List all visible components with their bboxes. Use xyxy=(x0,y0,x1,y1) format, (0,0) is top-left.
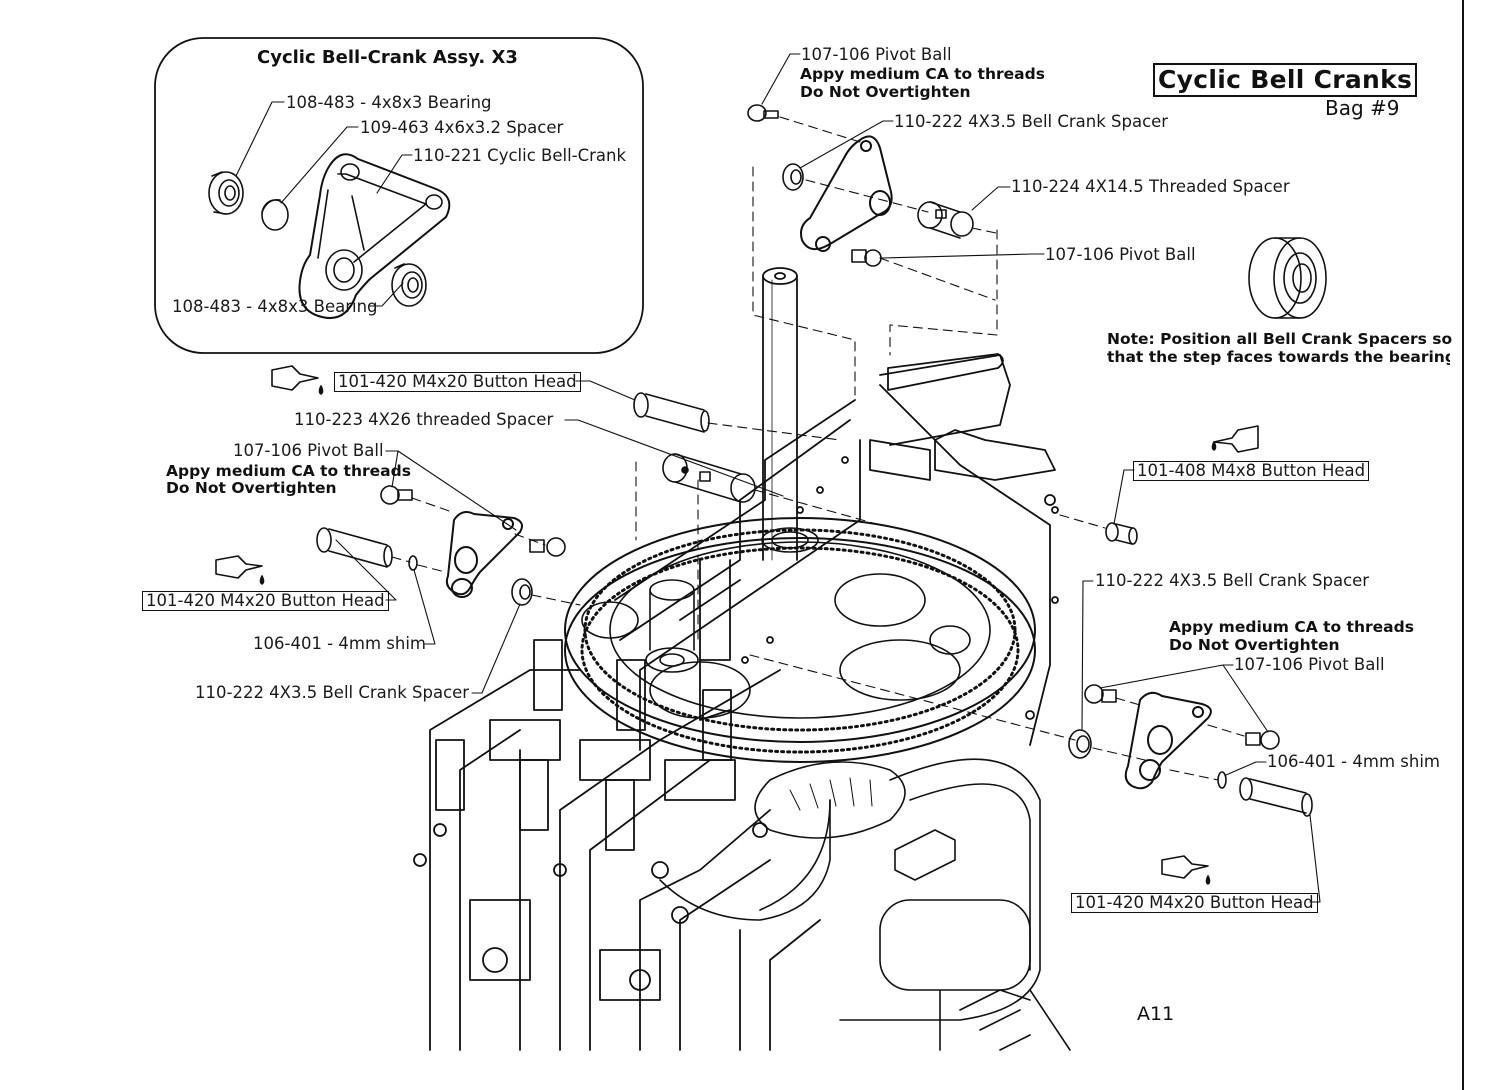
callout-left-ca-1: Appy medium CA to threads xyxy=(166,462,411,480)
callout-top-spacer: 110-222 4X3.5 Bell Crank Spacer xyxy=(894,112,1169,131)
callout-left-spacer: 110-222 4X3.5 Bell Crank Spacer xyxy=(195,683,470,702)
callout-top-pivot-ball-2: 107-106 Pivot Ball xyxy=(1045,245,1196,264)
main-gear xyxy=(564,517,1036,763)
inset-frame xyxy=(154,37,644,354)
callout-left-ca-2: Do Not Overtighten xyxy=(166,479,337,497)
callout-threaded-spacer-14: 110-224 4X14.5 Threaded Spacer xyxy=(1011,177,1290,196)
left-button-head-upper xyxy=(633,392,710,433)
glue-bottle-icon xyxy=(1211,425,1259,453)
callout-right-shim: 106-401 - 4mm shim xyxy=(1267,752,1440,771)
callout-right-ca-2: Do Not Overtighten xyxy=(1169,636,1340,654)
callout-top-ca-1: Appy medium CA to threads xyxy=(800,65,1045,83)
top-pivot-ball-1 xyxy=(747,104,779,122)
left-spacer xyxy=(511,578,533,606)
top-pivot-ball-2 xyxy=(851,249,882,267)
main-shaft xyxy=(762,267,798,561)
frame-plates xyxy=(413,353,1059,1051)
note-line-1: Note: Position all Bell Crank Spacers so xyxy=(1107,330,1453,348)
inset-label-bearing-2: 108-483 - 4x8x3 Bearing xyxy=(172,297,378,316)
left-bell-crank xyxy=(445,511,523,598)
right-button-head-m4x20 xyxy=(1239,777,1313,817)
right-bell-crank xyxy=(1124,691,1212,790)
right-button-head-m4x8 xyxy=(1105,522,1138,545)
glue-bottle-icon xyxy=(215,555,265,585)
glue-bottle-icon xyxy=(1161,855,1211,885)
left-pivot-ball-1 xyxy=(380,485,413,505)
page-number: A11 xyxy=(1137,1003,1175,1025)
inset-spacer xyxy=(261,198,289,231)
note-line-2: that the step faces towards the bearings xyxy=(1107,348,1450,366)
callout-right-ca-1: Appy medium CA to threads xyxy=(1169,618,1414,636)
callout-button-head-right: 101-420 M4x20 Button Head xyxy=(1071,893,1318,913)
assembly-axis-lines xyxy=(391,116,1245,781)
left-pivot-ball-2 xyxy=(529,537,566,557)
top-threaded-spacer-14 xyxy=(917,201,974,239)
inset-bell-crank xyxy=(298,153,451,319)
motor-housing xyxy=(839,758,1071,1051)
inset-bearing-right xyxy=(391,263,427,307)
callout-button-head-left-bottom: 101-420 M4x20 Button Head xyxy=(142,591,389,611)
callout-button-head-left-top: 101-420 M4x20 Button Head xyxy=(334,372,581,392)
inset-label-spacer: 109-463 4x6x3.2 Spacer xyxy=(360,118,564,137)
left-threaded-spacer-26 xyxy=(662,453,756,503)
left-button-head-lower xyxy=(316,527,393,568)
inset-label-bell-crank: 110-221 Cyclic Bell-Crank xyxy=(413,146,627,165)
callout-right-pivot-ball: 107-106 Pivot Ball xyxy=(1234,655,1385,674)
glue-bottle-icon xyxy=(271,365,324,395)
note-bearing-illustration xyxy=(1248,237,1327,319)
bevel-gear xyxy=(659,761,906,921)
pinion xyxy=(645,579,699,673)
callout-right-spacer: 110-222 4X3.5 Bell Crank Spacer xyxy=(1095,571,1370,590)
top-bell-crank xyxy=(800,135,893,252)
page-title: Cyclic Bell Cranks xyxy=(1153,63,1418,97)
right-spacer xyxy=(1068,729,1092,759)
callout-top-ca-2: Do Not Overtighten xyxy=(800,83,971,101)
inset-label-bearing-1: 108-483 - 4x8x3 Bearing xyxy=(286,93,492,112)
inset-bearing-left xyxy=(208,171,244,215)
callout-left-shim: 106-401 - 4mm shim xyxy=(253,634,426,653)
bag-number: Bag #9 xyxy=(1325,96,1400,120)
callout-top-pivot-ball: 107-106 Pivot Ball xyxy=(801,45,952,64)
inset-title: Cyclic Bell-Crank Assy. X3 xyxy=(257,47,518,68)
inset-leaders xyxy=(235,101,413,307)
right-shim xyxy=(1217,771,1227,789)
callout-left-pivot-ball: 107-106 Pivot Ball xyxy=(233,441,384,460)
callout-threaded-spacer-26: 110-223 4X26 threaded Spacer xyxy=(294,410,554,429)
right-pivot-ball-2 xyxy=(1245,730,1280,750)
callout-leaders xyxy=(335,53,1321,903)
left-shim xyxy=(408,555,418,571)
right-pivot-ball-1 xyxy=(1084,684,1117,704)
callout-button-head-m4x8: 101-408 M4x8 Button Head xyxy=(1133,461,1370,481)
top-spacer xyxy=(782,163,804,191)
